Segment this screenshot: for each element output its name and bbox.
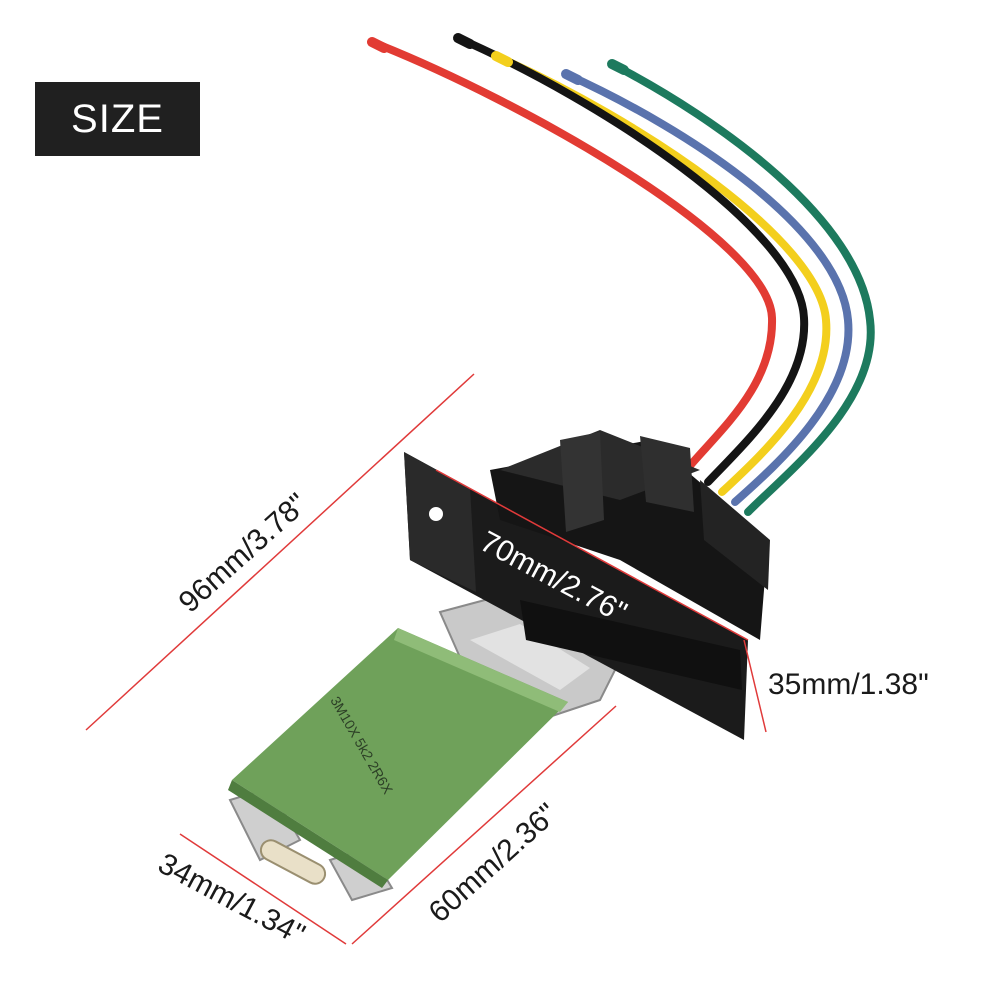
dimension-lines [85,373,767,945]
connector-housing [404,430,770,740]
wire-red [368,38,777,472]
wire-tip-green [607,59,629,75]
wire-green [608,60,875,516]
wire-tip-yellow [491,51,513,67]
wire-blue [562,70,853,506]
wire-black [454,34,809,486]
resistor-board: 3M10X 5k2 2R6X [228,628,568,888]
size-badge: SIZE [35,82,200,156]
mounting-hole [429,507,443,521]
dim-line-board-width [179,833,347,945]
label-overall-length: 96mm/3.78" [173,487,315,619]
size-badge-label: SIZE [71,96,164,141]
wire-tip-red [367,37,389,53]
wire-tip-black [453,33,475,49]
dim-line-connector-height [743,639,767,733]
label-connector-height: 35mm/1.38" [768,668,929,701]
wire-tip-blue [561,69,583,85]
wire-harness [367,33,875,516]
dim-line-connector-width [435,469,749,641]
dim-line-overall [85,373,475,731]
dim-line-board-length [351,705,617,945]
